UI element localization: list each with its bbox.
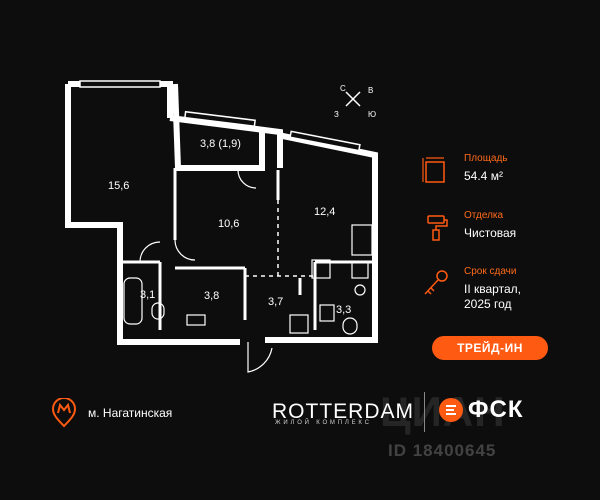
compass-north: С: [340, 84, 346, 93]
metro-pin-icon: [51, 398, 77, 428]
floor-area-icon: [422, 157, 445, 183]
deadline-line-2: 2025 год: [464, 297, 512, 311]
compass-cross-icon: [345, 91, 361, 107]
outer-wall: [68, 81, 173, 118]
room-area-label: 3,1: [140, 289, 156, 301]
fsk-emblem-icon: [439, 398, 463, 422]
logo-divider: [424, 392, 425, 432]
outer-wall: [169, 115, 283, 168]
rotterdam-logo: ROTTERDAM: [272, 400, 414, 423]
metro-station: м. Нагатинская: [50, 398, 172, 428]
room-area-label: 12,4: [314, 206, 336, 218]
metro-label: м. Нагатинская: [88, 406, 173, 420]
finish-caption: Отделка: [464, 210, 504, 221]
paint-roller-icon: [427, 215, 448, 241]
trade-in-button[interactable]: ТРЕЙД-ИН: [432, 336, 548, 360]
deadline-caption: Срок сдачи: [464, 266, 517, 277]
deadline-value: II квартал, 2025 год: [464, 282, 521, 312]
compass: С В З Ю: [330, 80, 380, 120]
fsk-text: ФСК: [468, 396, 524, 423]
compass-east: В: [368, 86, 374, 95]
outer-wall: [172, 83, 265, 171]
watermark-id: ID 18400645: [388, 441, 497, 460]
compass-west: З: [334, 110, 339, 119]
room-area-label: 15,6: [108, 180, 130, 192]
key-icon: [424, 270, 448, 295]
deadline-line-1: II квартал,: [464, 282, 521, 296]
rotterdam-subtitle: ЖИЛОЙ КОМПЛЕКС: [275, 420, 372, 426]
compass-south: Ю: [368, 110, 377, 119]
outer-wall: [65, 84, 175, 345]
fsk-logo: ФСК: [438, 396, 523, 424]
room-area-label: 3,8: [204, 290, 220, 302]
area-caption: Площадь: [464, 153, 508, 164]
room-area-label: 10,6: [218, 218, 240, 230]
room-area-label: 3,8 (1,9): [200, 138, 241, 150]
area-value: 54.4 м²: [464, 169, 503, 183]
room-area-label: 3,3: [336, 304, 352, 316]
room-area-label: 3,7: [268, 296, 284, 308]
finish-value: Чистовая: [464, 226, 517, 240]
